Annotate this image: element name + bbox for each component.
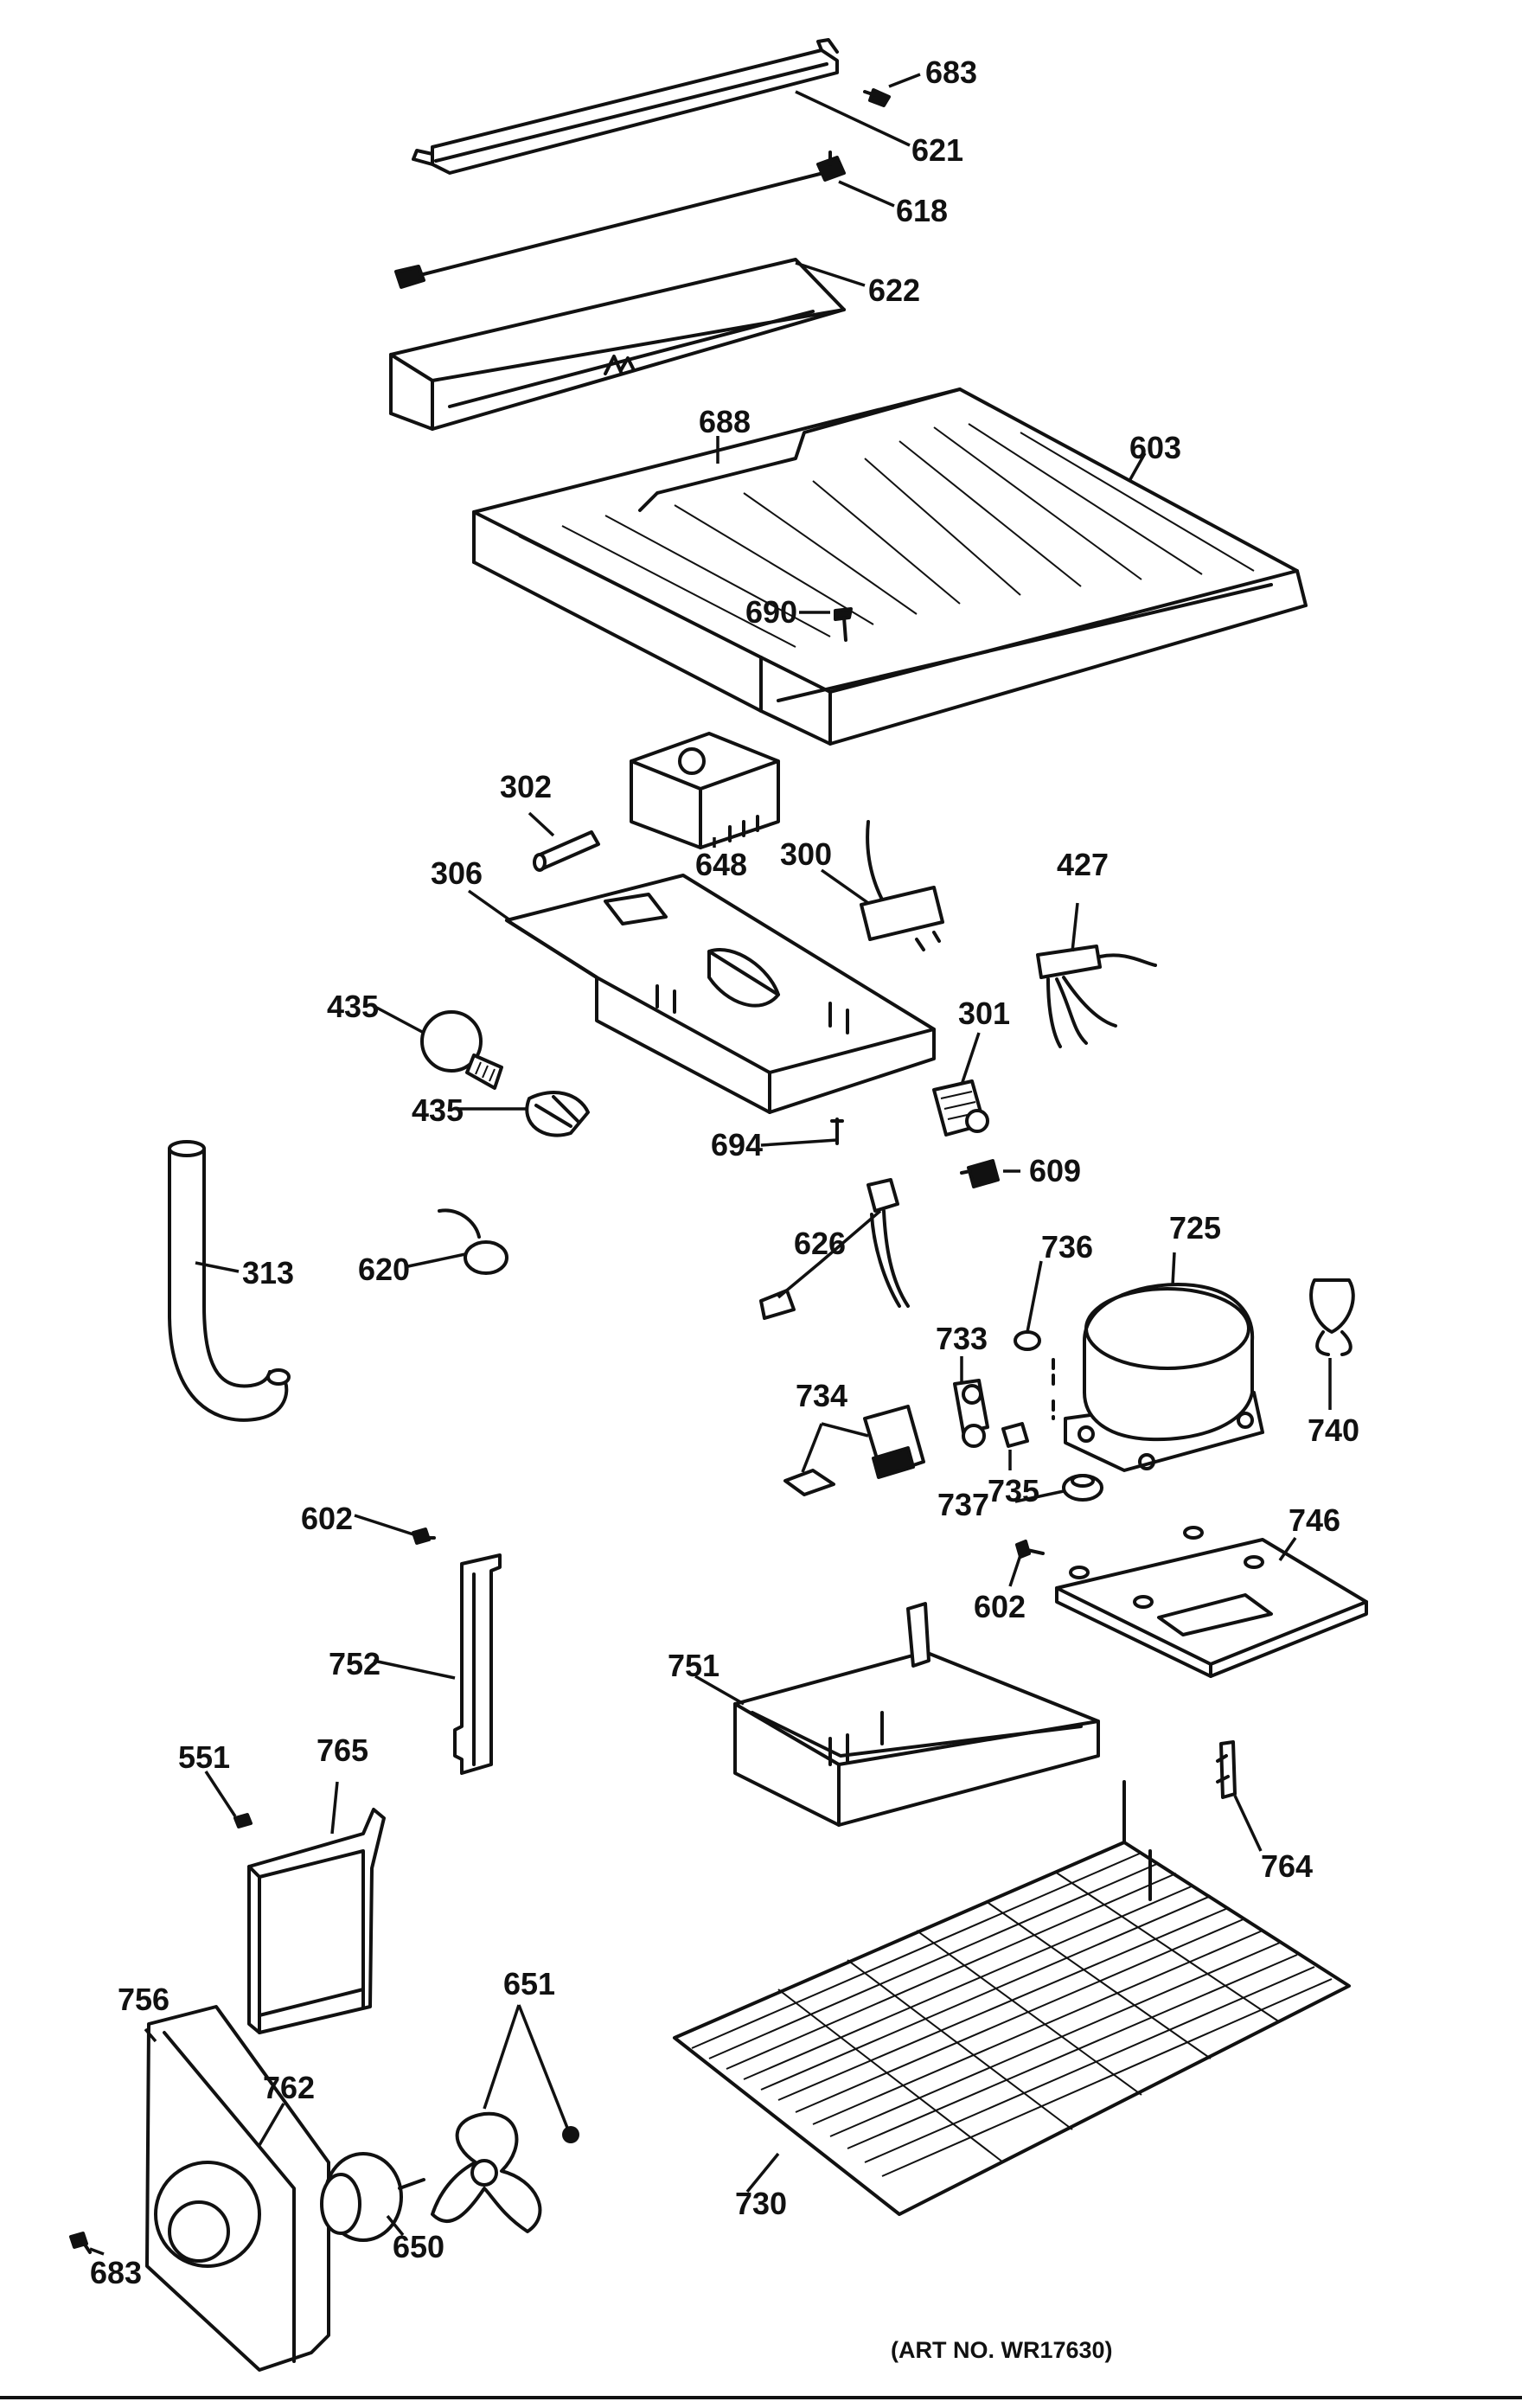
screw-683-bottom	[69, 2232, 92, 2254]
label-651: 651	[503, 1966, 555, 2001]
screw-690	[834, 607, 853, 642]
timer-648	[630, 732, 780, 849]
label-621: 621	[911, 132, 963, 168]
label-603: 603	[1129, 430, 1181, 465]
label-756: 756	[118, 1982, 169, 2017]
label-683-top: 683	[925, 54, 977, 90]
label-300: 300	[780, 836, 832, 872]
part-labels: 683 621 618 622 688 603 690 302 648 306 …	[90, 54, 1359, 2290]
label-427: 427	[1057, 847, 1109, 882]
label-620: 620	[358, 1252, 410, 1287]
bulb-435	[420, 1010, 503, 1090]
label-551: 551	[178, 1739, 230, 1775]
label-602-left: 602	[301, 1501, 353, 1536]
switch-609	[960, 1159, 1000, 1188]
label-736: 736	[1041, 1229, 1093, 1265]
cylinder-302	[533, 830, 600, 872]
clip-764	[1216, 1740, 1237, 1799]
grommet-737	[1062, 1474, 1103, 1502]
label-730: 730	[735, 2186, 787, 2221]
fan-blade-651	[431, 2111, 579, 2233]
fan-shroud-756	[145, 2005, 330, 2372]
capacitor-620	[438, 1208, 508, 1275]
cord-626	[759, 1178, 910, 1320]
base-plate-746	[1055, 1526, 1368, 1678]
label-746: 746	[1289, 1502, 1340, 1538]
label-435-socket: 435	[412, 1092, 464, 1128]
label-648: 648	[695, 847, 747, 882]
plug-301	[932, 1079, 989, 1137]
label-602-right: 602	[974, 1589, 1026, 1624]
screw-602-left	[412, 1527, 436, 1545]
screw-551	[233, 1813, 253, 1828]
drain-pan-751	[733, 1602, 1100, 1827]
compressor-725	[1052, 1283, 1264, 1472]
label-735: 735	[988, 1473, 1039, 1508]
label-737: 737	[937, 1487, 989, 1522]
strap-752	[453, 1553, 502, 1775]
clip-736	[1014, 1330, 1041, 1351]
label-618: 618	[896, 193, 948, 228]
label-301: 301	[958, 996, 1010, 1031]
relay-733	[953, 1379, 989, 1448]
label-609: 609	[1029, 1153, 1081, 1188]
label-306: 306	[431, 855, 483, 891]
label-313: 313	[242, 1255, 294, 1290]
connector-427	[1036, 945, 1157, 1048]
part-735	[1001, 1422, 1029, 1448]
label-762: 762	[263, 2070, 315, 2105]
label-751: 751	[668, 1648, 719, 1683]
screw-694	[830, 1118, 844, 1145]
bracket-740	[1309, 1278, 1355, 1356]
channel-622	[389, 258, 846, 431]
label-765: 765	[317, 1732, 368, 1768]
label-740: 740	[1308, 1412, 1359, 1448]
cover-765	[247, 1808, 386, 2034]
label-764: 764	[1261, 1848, 1313, 1884]
label-752: 752	[329, 1646, 380, 1681]
screw-602-right	[1015, 1540, 1045, 1559]
label-435-bulb: 435	[327, 989, 379, 1024]
drain-tube-313	[168, 1140, 291, 1422]
label-694: 694	[711, 1127, 763, 1162]
leader-lines	[89, 73, 1332, 2256]
switch-300	[860, 820, 944, 951]
screw-683-top	[863, 88, 891, 107]
label-683-bottom: 683	[90, 2255, 142, 2290]
label-690: 690	[745, 594, 797, 630]
label-688: 688	[699, 404, 751, 439]
label-725: 725	[1169, 1210, 1221, 1246]
socket-435	[525, 1091, 590, 1137]
fan-motor-650	[320, 2152, 425, 2242]
label-622: 622	[868, 272, 920, 308]
label-650: 650	[393, 2229, 444, 2264]
tray-603	[472, 387, 1308, 746]
top-rail-621	[412, 38, 839, 175]
art-number: (ART NO. WR17630)	[891, 2337, 1113, 2363]
overload-734	[783, 1405, 925, 1496]
housing-306	[505, 874, 936, 1114]
label-733: 733	[936, 1321, 988, 1356]
label-302: 302	[500, 769, 552, 804]
label-734: 734	[796, 1378, 847, 1413]
evaporator-730	[673, 1780, 1351, 2216]
rod-618	[394, 150, 846, 289]
label-626: 626	[794, 1226, 846, 1261]
